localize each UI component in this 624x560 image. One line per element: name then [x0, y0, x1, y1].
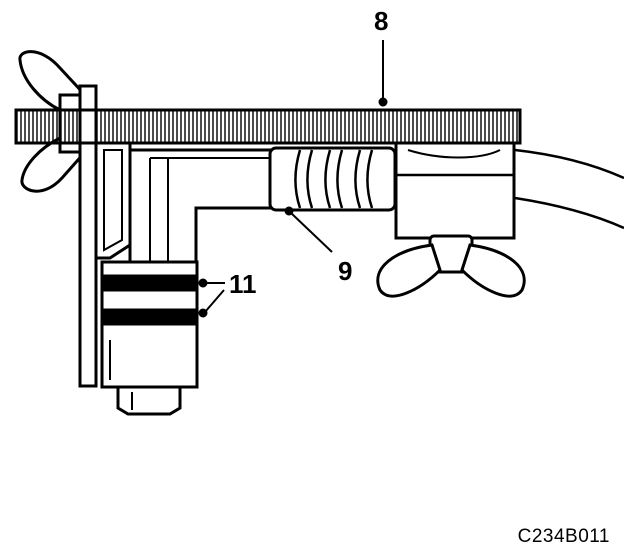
elbow-fitting [128, 148, 277, 270]
hose-lines [514, 148, 624, 230]
callout-9: 9 [338, 256, 352, 286]
connector-nozzle [116, 385, 182, 416]
figure-code: C234B011 [517, 526, 610, 547]
bracket [94, 141, 132, 260]
threaded-rod [14, 108, 522, 145]
callout-8: 8 [374, 6, 388, 36]
clamp-block [394, 141, 516, 240]
callout-11: 11 [229, 269, 257, 299]
connector-body [100, 260, 199, 389]
leader-lines [198, 40, 388, 318]
hose-coupling [268, 146, 397, 212]
wing-nut-right [376, 234, 526, 298]
o-ring-upper [100, 274, 199, 292]
o-ring-lower [100, 308, 199, 326]
